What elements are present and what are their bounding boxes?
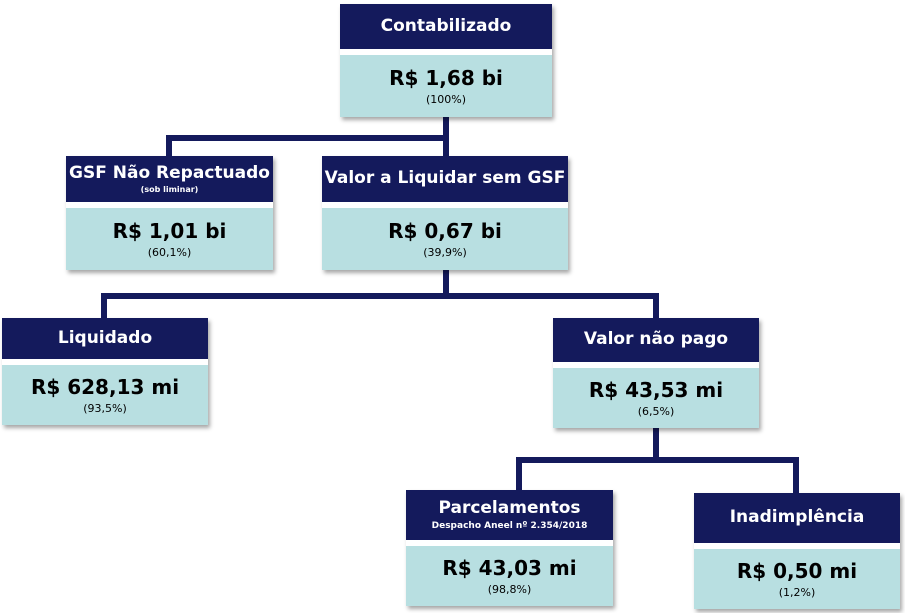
node-inadimplencia-body: R$ 0,50 mi (1,2%) bbox=[694, 549, 900, 609]
node-gsf-nao-repactuado: GSF Não Repactuado (sob liminar) R$ 1,01… bbox=[66, 156, 273, 270]
node-valor-nao-pago-body: R$ 43,53 mi (6,5%) bbox=[553, 368, 759, 428]
node-valor-liquidar-value: R$ 0,67 bi bbox=[388, 219, 502, 243]
node-valor-nao-pago-value: R$ 43,53 mi bbox=[588, 378, 724, 402]
node-contabilizado-body: R$ 1,68 bi (100%) bbox=[340, 55, 552, 117]
node-valor-nao-pago: Valor não pago R$ 43,53 mi (6,5%) bbox=[553, 318, 759, 428]
node-gsf-title: GSF Não Repactuado bbox=[69, 162, 270, 183]
node-contabilizado-value: R$ 1,68 bi bbox=[389, 66, 503, 90]
node-gsf-percent: (60,1%) bbox=[147, 246, 192, 259]
node-parcelamentos-title: Parcelamentos bbox=[438, 498, 581, 519]
node-gsf-subtitle: (sob liminar) bbox=[140, 185, 199, 195]
node-valor-nao-pago-percent: (6,5%) bbox=[637, 405, 675, 418]
node-contabilizado: Contabilizado R$ 1,68 bi (100%) bbox=[340, 4, 552, 117]
node-parcelamentos-subtitle: Despacho Aneel nº 2.354/2018 bbox=[431, 520, 588, 531]
node-parcelamentos-value: R$ 43,03 mi bbox=[442, 556, 577, 580]
node-inadimplencia-title: Inadimplência bbox=[729, 507, 865, 528]
node-inadimplencia-percent: (1,2%) bbox=[778, 586, 816, 599]
node-valor-a-liquidar: Valor a Liquidar sem GSF R$ 0,67 bi (39,… bbox=[322, 156, 568, 270]
node-valor-liquidar-header: Valor a Liquidar sem GSF bbox=[322, 156, 568, 202]
node-contabilizado-header: Contabilizado bbox=[340, 4, 552, 49]
node-valor-nao-pago-title: Valor não pago bbox=[583, 329, 729, 350]
node-liquidado-title: Liquidado bbox=[57, 327, 153, 348]
node-liquidado-percent: (93,5%) bbox=[83, 402, 127, 415]
node-valor-nao-pago-header: Valor não pago bbox=[553, 318, 759, 362]
node-parcelamentos-header: Parcelamentos Despacho Aneel nº 2.354/20… bbox=[406, 490, 613, 540]
node-valor-liquidar-title: Valor a Liquidar sem GSF bbox=[324, 168, 566, 189]
node-gsf-value: R$ 1,01 bi bbox=[112, 219, 227, 243]
node-liquidado: Liquidado R$ 628,13 mi (93,5%) bbox=[2, 318, 208, 425]
node-contabilizado-title: Contabilizado bbox=[380, 15, 512, 36]
node-valor-liquidar-percent: (39,9%) bbox=[423, 246, 467, 259]
node-inadimplencia-value: R$ 0,50 mi bbox=[736, 559, 858, 583]
node-parcelamentos: Parcelamentos Despacho Aneel nº 2.354/20… bbox=[406, 490, 613, 606]
node-contabilizado-percent: (100%) bbox=[425, 93, 467, 106]
node-gsf-body: R$ 1,01 bi (60,1%) bbox=[66, 208, 273, 270]
node-gsf-header: GSF Não Repactuado (sob liminar) bbox=[66, 156, 273, 202]
node-inadimplencia: Inadimplência R$ 0,50 mi (1,2%) bbox=[694, 493, 900, 609]
node-liquidado-body: R$ 628,13 mi (93,5%) bbox=[2, 365, 208, 425]
node-liquidado-value: R$ 628,13 mi bbox=[30, 375, 180, 399]
node-valor-liquidar-body: R$ 0,67 bi (39,9%) bbox=[322, 208, 568, 270]
node-inadimplencia-header: Inadimplência bbox=[694, 493, 900, 543]
node-parcelamentos-percent: (98,8%) bbox=[487, 583, 532, 596]
node-liquidado-header: Liquidado bbox=[2, 318, 208, 359]
node-parcelamentos-body: R$ 43,03 mi (98,8%) bbox=[406, 546, 613, 606]
